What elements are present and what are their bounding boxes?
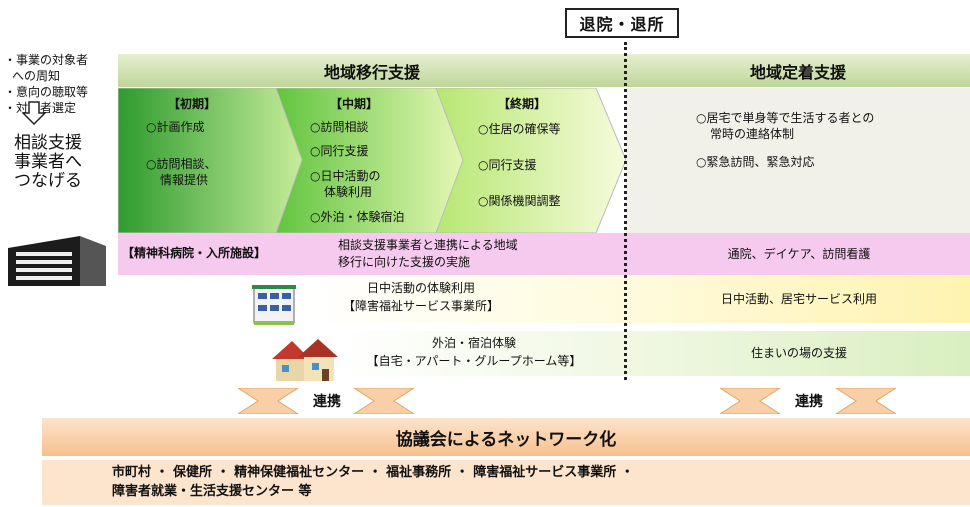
stage-mid-item: 体験利用 <box>324 185 373 199</box>
stage-early-shape <box>118 88 303 233</box>
hospital-text: 移行に向けた支援の実施 <box>338 255 471 269</box>
day-activity-right: 日中活動、居宅サービス利用 <box>720 291 877 306</box>
hospital-right: 通院、デイケア、訪問看護 <box>727 246 871 261</box>
stage-mid-item: ○外泊・体験宿泊 <box>310 210 405 224</box>
network-title: 協議会によるネットワーク化 <box>42 418 970 456</box>
stage-late-title: 【終期】 <box>498 97 547 111</box>
migration-support-header: 地域移行支援 <box>118 54 626 87</box>
hospital-building-icon <box>8 236 106 286</box>
connect-line: 事業者へ <box>14 152 82 172</box>
link-label-right: 連携 <box>795 394 823 410</box>
stage-early-item: 情報提供 <box>160 173 209 187</box>
housing-text: 外泊・宿泊体験 <box>431 336 516 350</box>
settle-item: ○緊急訪問、緊急対応 <box>696 155 815 169</box>
note-line: への周知 <box>12 69 61 83</box>
hospital-label: 【精神科病院・入所施設】 <box>122 246 267 260</box>
facility-building-icon <box>252 285 296 325</box>
stage-late-item: ○同行支援 <box>478 158 537 172</box>
stage-early-item: ○計画作成 <box>146 120 205 134</box>
stage-mid-item: ○日中活動の <box>310 169 381 183</box>
settle-item: ○居宅で単身等で生活する者との <box>696 111 875 125</box>
settlement-details: ○居宅で単身等で生活する者との 常時の連絡体制 ○緊急訪問、緊急対応 <box>626 88 970 233</box>
stage-mid-item: ○訪問相談 <box>310 120 369 134</box>
stage-mid-title: 【中期】 <box>330 97 379 111</box>
day-activity-text: 日中活動の体験利用 <box>366 281 475 295</box>
housing-row: 外泊・宿泊体験 【自宅・アパート・グループホーム等】 住まいの場の支援 <box>334 331 970 376</box>
left-notes: ・事業の対象者 への周知 ・意向の聴取等 ・対象者選定 <box>4 52 124 116</box>
link-label-left: 連携 <box>313 394 341 410</box>
link-arrow-right <box>720 388 896 414</box>
settlement-support-header: 地域定着支援 <box>626 54 970 87</box>
note-line: ・対象者選定 <box>4 101 77 115</box>
network-members: 市町村 ・ 保健所 ・ 精神保健福祉センター ・ 福祉事務所 ・ 障害福祉サービ… <box>42 460 970 505</box>
stage-chevrons <box>118 88 627 233</box>
stage-mid-item: ○同行支援 <box>310 144 369 158</box>
hospital-row: 【精神科病院・入所施設】 相談支援事業者と連携による地域 移行に向けた支援の実施… <box>118 233 970 275</box>
network-member-line: 障害者就業・生活支援センター 等 <box>112 484 312 499</box>
note-line: ・意向の聴取等 <box>4 85 89 99</box>
house-icon <box>272 339 338 381</box>
housing-text: 【自宅・アパート・グループホーム等】 <box>366 354 582 368</box>
connect-line: 相談支援 <box>14 133 82 153</box>
stage-late-item: ○住居の確保等 <box>478 122 561 136</box>
connect-to-consultation: 相談支援 事業者へ つなげる <box>14 134 124 191</box>
link-arrow-left <box>238 388 414 414</box>
network-member-line: 市町村 ・ 保健所 ・ 精神保健福祉センター ・ 福祉事務所 ・ 障害福祉サービ… <box>112 465 634 480</box>
discharge-badge: 退院・退所 <box>565 8 679 38</box>
phase-divider <box>624 42 627 380</box>
stage-early-item: ○訪問相談、 <box>146 157 217 171</box>
settle-item: 常時の連絡体制 <box>710 127 795 141</box>
housing-right: 住まいの場の支援 <box>750 346 847 360</box>
down-arrow-icon <box>22 101 46 125</box>
stage-late-item: ○関係機関調整 <box>478 194 561 208</box>
hospital-text: 相談支援事業者と連携による地域 <box>338 238 518 252</box>
connect-line: つなげる <box>14 171 82 191</box>
day-activity-text: 【障害福祉サービス事業所】 <box>342 299 499 313</box>
note-line: ・事業の対象者 <box>4 53 89 67</box>
stage-early-title: 【初期】 <box>168 97 217 111</box>
day-activity-row: 日中活動の体験利用 【障害福祉サービス事業所】 日中活動、居宅サービス利用 <box>296 275 970 323</box>
